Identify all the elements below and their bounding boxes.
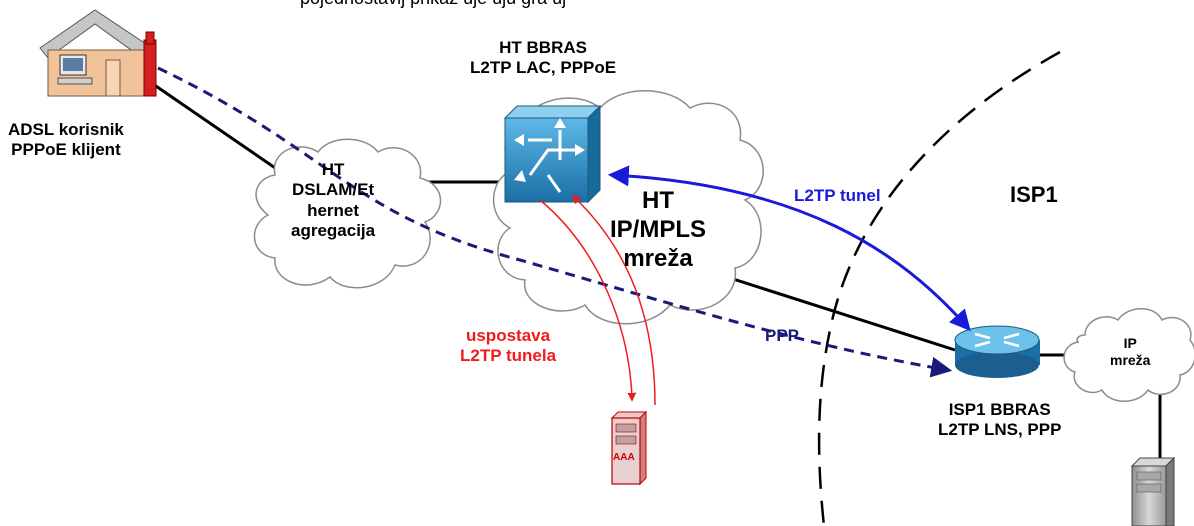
dslam-line-3: hernet bbox=[307, 200, 360, 220]
ip-cloud-line-2: mreža bbox=[1110, 351, 1151, 368]
adsl-user-label: ADSL korisnik PPPoE klijent bbox=[8, 120, 124, 161]
establish-arrow-up bbox=[571, 194, 656, 406]
isp1-bbras-line-2: L2TP LNS, PPP bbox=[938, 420, 1062, 440]
ipmpls-cloud-label: HT IP/MPLS mreža bbox=[610, 187, 706, 273]
ht-bbras-line-1: HT BBRAS bbox=[499, 38, 587, 57]
aaa-server-icon bbox=[610, 410, 648, 486]
ht-bbras-icon bbox=[503, 104, 602, 204]
ip-cloud-line-1: IP bbox=[1123, 335, 1137, 351]
ipmpls-line-1: HT bbox=[642, 187, 674, 214]
establish-label: uspostava L2TP tunela bbox=[460, 326, 556, 367]
adsl-user-line-1: ADSL korisnik bbox=[8, 120, 124, 139]
dslam-cloud bbox=[253, 138, 442, 289]
ppp-label: PPP bbox=[765, 326, 800, 345]
isp-boundary bbox=[817, 50, 1061, 526]
ip-cloud-label: IP mreža bbox=[1110, 335, 1150, 369]
dslam-line-1: HT bbox=[321, 160, 345, 179]
aaa-label: AAA bbox=[613, 452, 635, 463]
l2tp-tunnel-arrow bbox=[607, 165, 971, 332]
ppp-dashed-line bbox=[157, 66, 953, 378]
dslam-line-4: agregacija bbox=[291, 221, 376, 241]
isp1-router-icon bbox=[954, 325, 1040, 378]
dslam-cloud-label: HT DSLAM/Et hernet agregacija bbox=[291, 160, 375, 242]
server-icon bbox=[1130, 456, 1176, 526]
ip-cloud bbox=[1063, 308, 1194, 402]
establish-line-1: uspostava bbox=[465, 326, 551, 345]
establish-line-2: L2TP tunela bbox=[460, 346, 557, 366]
isp1-bbras-line-1: ISP1 BBRAS bbox=[948, 400, 1051, 419]
top-caption: pojednostavlj prikaz uje uju gra uj bbox=[300, 0, 566, 9]
isp1-label: ISP1 bbox=[1010, 182, 1058, 207]
house-icon bbox=[39, 9, 157, 97]
isp1-bbras-label: ISP1 BBRAS L2TP LNS, PPP bbox=[938, 400, 1061, 441]
dslam-line-2: DSLAM/Et bbox=[291, 180, 375, 200]
establish-arrow-down bbox=[539, 199, 637, 402]
adsl-user-line-2: PPPoE klijent bbox=[11, 140, 121, 160]
ht-bbras-label: HT BBRAS L2TP LAC, PPPoE bbox=[470, 38, 616, 79]
ipmpls-line-2: IP/MPLS bbox=[610, 215, 707, 243]
ipmpls-line-3: mreža bbox=[623, 244, 693, 272]
ht-bbras-line-2: L2TP LAC, PPPoE bbox=[470, 58, 617, 78]
l2tp-tunnel-label: L2TP tunel bbox=[794, 186, 881, 205]
